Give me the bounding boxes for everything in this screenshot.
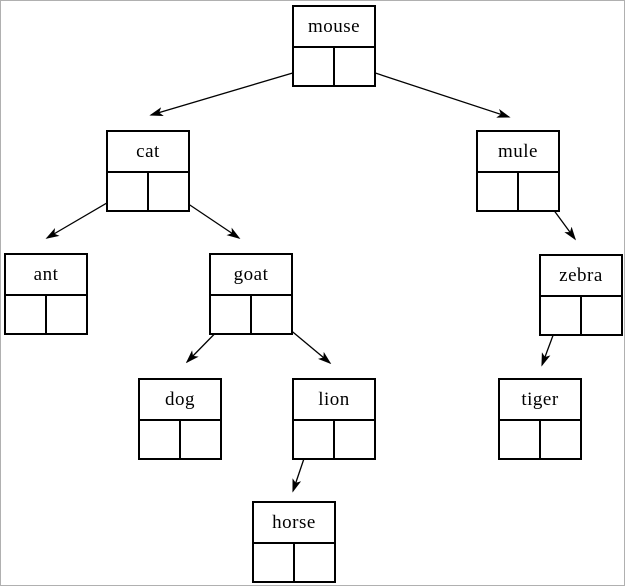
pointer-row: [6, 296, 86, 333]
tree-node-mouse: mouse: [292, 5, 376, 87]
right-pointer-cell: [519, 173, 558, 210]
tree-node-lion: lion: [292, 378, 376, 460]
tree-node-goat: goat: [209, 253, 293, 335]
pointer-row: [108, 173, 188, 210]
pointer-row: [140, 421, 220, 458]
edge-arrow-mouse-cat: [149, 66, 314, 116]
right-pointer-cell: [335, 48, 374, 85]
left-pointer-cell: [211, 296, 252, 333]
node-label-mouse: mouse: [294, 7, 374, 48]
pointer-row: [478, 173, 558, 210]
right-pointer-cell: [181, 421, 220, 458]
right-pointer-cell: [541, 421, 580, 458]
node-label-cat: cat: [108, 132, 188, 173]
left-pointer-cell: [294, 48, 335, 85]
right-pointer-cell: [47, 296, 86, 333]
right-pointer-cell: [335, 421, 374, 458]
left-pointer-cell: [254, 544, 295, 581]
tree-node-mule: mule: [476, 130, 560, 212]
left-pointer-cell: [140, 421, 181, 458]
left-pointer-cell: [541, 297, 582, 334]
node-label-mule: mule: [478, 132, 558, 173]
node-label-zebra: zebra: [541, 256, 621, 297]
left-pointer-cell: [478, 173, 519, 210]
pointer-row: [211, 296, 291, 333]
edge-arrow-mouse-mule: [353, 65, 511, 118]
pointer-row: [254, 544, 334, 581]
pointer-row: [541, 297, 621, 334]
node-label-lion: lion: [294, 380, 374, 421]
right-pointer-cell: [295, 544, 334, 581]
tree-node-zebra: zebra: [539, 254, 623, 336]
right-pointer-cell: [252, 296, 291, 333]
left-pointer-cell: [500, 421, 541, 458]
pointer-row: [294, 421, 374, 458]
node-label-horse: horse: [254, 503, 334, 544]
left-pointer-cell: [108, 173, 149, 210]
right-pointer-cell: [582, 297, 621, 334]
node-label-goat: goat: [211, 255, 291, 296]
pointer-row: [294, 48, 374, 85]
tree-node-horse: horse: [252, 501, 336, 583]
pointer-row: [500, 421, 580, 458]
tree-node-tiger: tiger: [498, 378, 582, 460]
tree-node-ant: ant: [4, 253, 88, 335]
node-label-ant: ant: [6, 255, 86, 296]
tree-node-cat: cat: [106, 130, 190, 212]
node-label-dog: dog: [140, 380, 220, 421]
node-label-tiger: tiger: [500, 380, 580, 421]
left-pointer-cell: [6, 296, 47, 333]
tree-node-dog: dog: [138, 378, 222, 460]
left-pointer-cell: [294, 421, 335, 458]
right-pointer-cell: [149, 173, 188, 210]
